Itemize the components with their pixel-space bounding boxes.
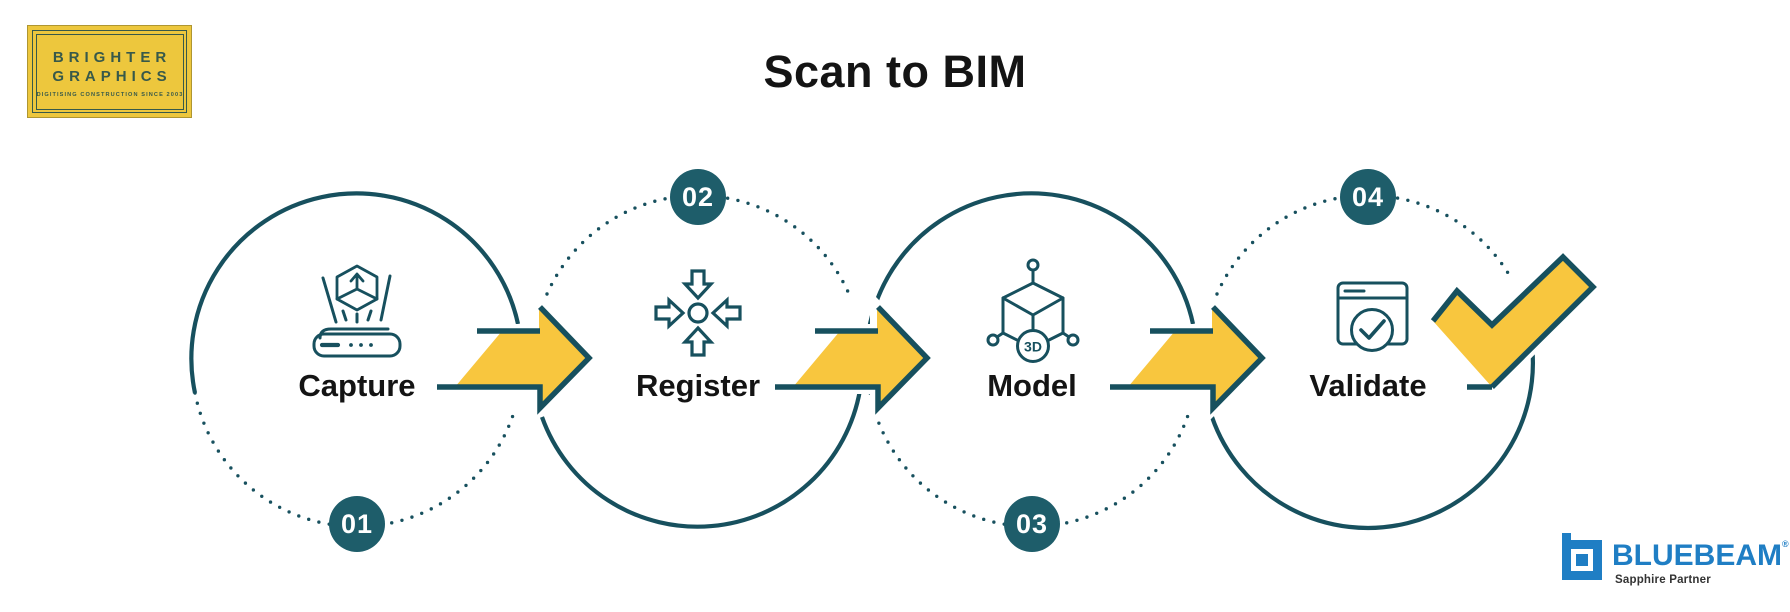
page-title: Scan to BIM bbox=[763, 46, 1027, 97]
circle-register-solid-arc bbox=[540, 389, 863, 529]
bluebeam-subtitle: Sapphire Partner bbox=[1615, 574, 1711, 586]
model-3d-badge-text: 3D bbox=[1024, 339, 1042, 355]
model-3d-icon: 3D bbox=[986, 258, 1080, 363]
register-align-icon bbox=[654, 269, 742, 357]
bluebeam-wordmark: BLUEBEAM® bbox=[1612, 539, 1789, 573]
bluebeam-b-icon bbox=[1562, 533, 1602, 580]
step-label-model: Model bbox=[987, 368, 1077, 403]
big-check-icon bbox=[1423, 247, 1603, 398]
circle-validate-solid-arc bbox=[1210, 337, 1535, 531]
bluebeam-partner-logo: BLUEBEAM® Sapphire Partner bbox=[1562, 531, 1790, 591]
circle-validate-dotted-arc bbox=[1215, 193, 1513, 296]
capture-scanner-icon bbox=[312, 264, 402, 358]
step-number-badge-01: 01 bbox=[329, 496, 385, 552]
step-label-validate: Validate bbox=[1309, 368, 1427, 403]
logo-inner-frame bbox=[35, 33, 184, 110]
logo-text-block: BRIGHTER GRAPHICS DIGITISING CONSTRUCTIO… bbox=[28, 26, 191, 117]
step-label-capture: Capture bbox=[298, 368, 416, 403]
registered-mark: ® bbox=[1782, 539, 1789, 549]
circle-capture-solid-arc bbox=[189, 191, 521, 394]
step-number-badge-03: 03 bbox=[1004, 496, 1060, 552]
validate-window-icon bbox=[1336, 281, 1409, 352]
step-number-badge-02: 02 bbox=[670, 169, 726, 225]
step-label-register: Register bbox=[635, 368, 761, 403]
bluebeam-name-text: BLUEBEAM bbox=[1612, 539, 1782, 572]
logo-outer-frame bbox=[32, 30, 187, 113]
logo-tagline: DIGITISING CONSTRUCTION SINCE 2003 bbox=[36, 91, 184, 98]
logo-line2: GRAPHICS bbox=[52, 67, 172, 85]
brighter-graphics-logo: BRIGHTER GRAPHICS DIGITISING CONSTRUCTIO… bbox=[27, 25, 192, 118]
logo-line1: BRIGHTER bbox=[52, 48, 172, 66]
step-number-badge-04: 04 bbox=[1340, 169, 1396, 225]
